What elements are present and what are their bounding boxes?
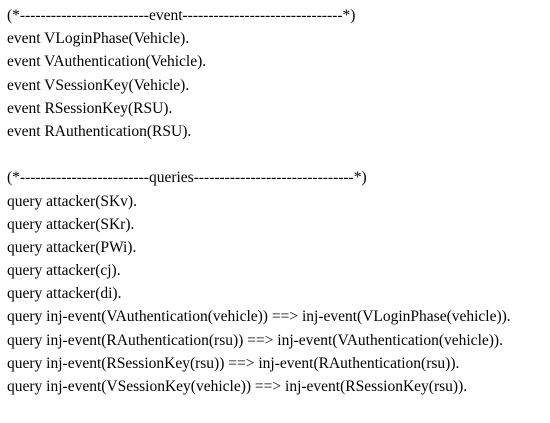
event-declaration: event VSessionKey(Vehicle). [7, 76, 190, 94]
code-listing: (*-------------------------event--------… [7, 4, 547, 398]
inj-event-query: query inj-event(VSessionKey(vehicle)) ==… [7, 378, 468, 395]
attacker-query: query attacker(di). [7, 285, 122, 303]
attacker-query: query attacker(SKr). [7, 215, 135, 233]
attacker-query: query attacker(cj). [7, 262, 121, 280]
event-declaration: event VLoginPhase(Vehicle). [7, 30, 190, 48]
queries-section-comment: (*-------------------------queries------… [7, 169, 367, 187]
inj-event-query: query inj-event(VAuthentication(vehicle)… [7, 308, 511, 326]
event-declaration: event RSessionKey(RSU). [7, 99, 173, 117]
attacker-query: query attacker(PWi). [7, 238, 137, 256]
attacker-query: query attacker(SKv). [7, 192, 137, 210]
event-declaration: event VAuthentication(Vehicle). [7, 53, 207, 71]
event-section-comment: (*-------------------------event--------… [7, 7, 356, 24]
inj-event-query: query inj-event(RSessionKey(rsu)) ==> in… [7, 354, 460, 372]
blank-line [7, 143, 547, 166]
inj-event-query: query inj-event(RAuthentication(rsu)) ==… [7, 331, 503, 349]
event-declaration: event RAuthentication(RSU). [7, 122, 192, 140]
